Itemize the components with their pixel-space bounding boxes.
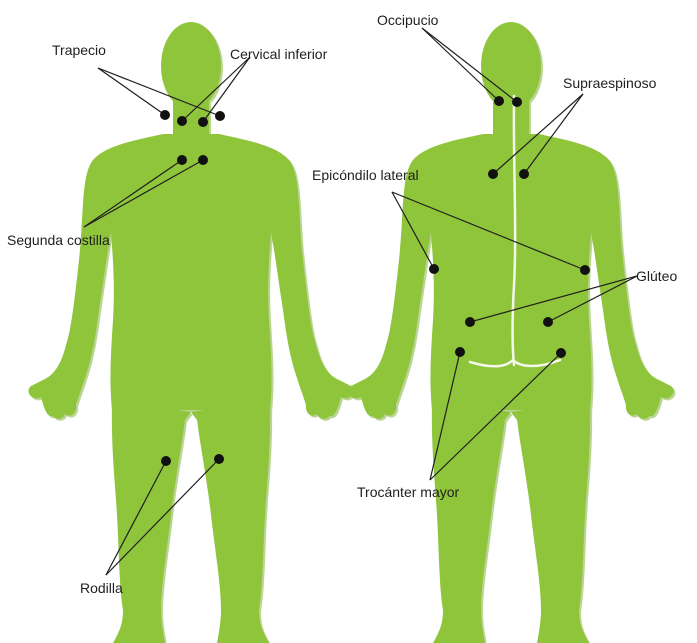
label-trapecio: Trapecio [52,42,106,58]
label-supraespinoso: Supraespinoso [563,75,656,91]
label-cervical-inferior: Cervical inferior [230,46,327,62]
marker-cervical-left [177,116,187,126]
marker-costilla-left [177,155,187,165]
marker-rodilla-right [214,454,224,464]
marker-costilla-right [198,155,208,165]
marker-trocanter-right [556,348,566,358]
marker-gluteo-right [543,317,553,327]
marker-rodilla-left [161,456,171,466]
marker-supraespinoso-right [519,169,529,179]
front-body-silhouette [28,22,355,643]
marker-occipucio-left [494,96,504,106]
label-epicondilo-lateral: Epicóndilo lateral [312,167,419,183]
marker-cervical-right [198,117,208,127]
label-rodilla: Rodilla [80,580,123,596]
marker-trocanter-left [455,347,465,357]
label-gluteo: Glúteo [636,268,677,284]
marker-epicondilo-left [429,264,439,274]
label-trocanter-mayor: Trocánter mayor [357,484,459,500]
marker-trapecio-right [215,111,225,121]
marker-epicondilo-right [580,265,590,275]
label-segunda-costilla: Segunda costilla [7,232,110,248]
marker-occipucio-right [512,97,522,107]
marker-gluteo-left [465,317,475,327]
label-occipucio: Occipucio [377,12,438,28]
marker-supraespinoso-left [488,169,498,179]
marker-trapecio-left [160,110,170,120]
